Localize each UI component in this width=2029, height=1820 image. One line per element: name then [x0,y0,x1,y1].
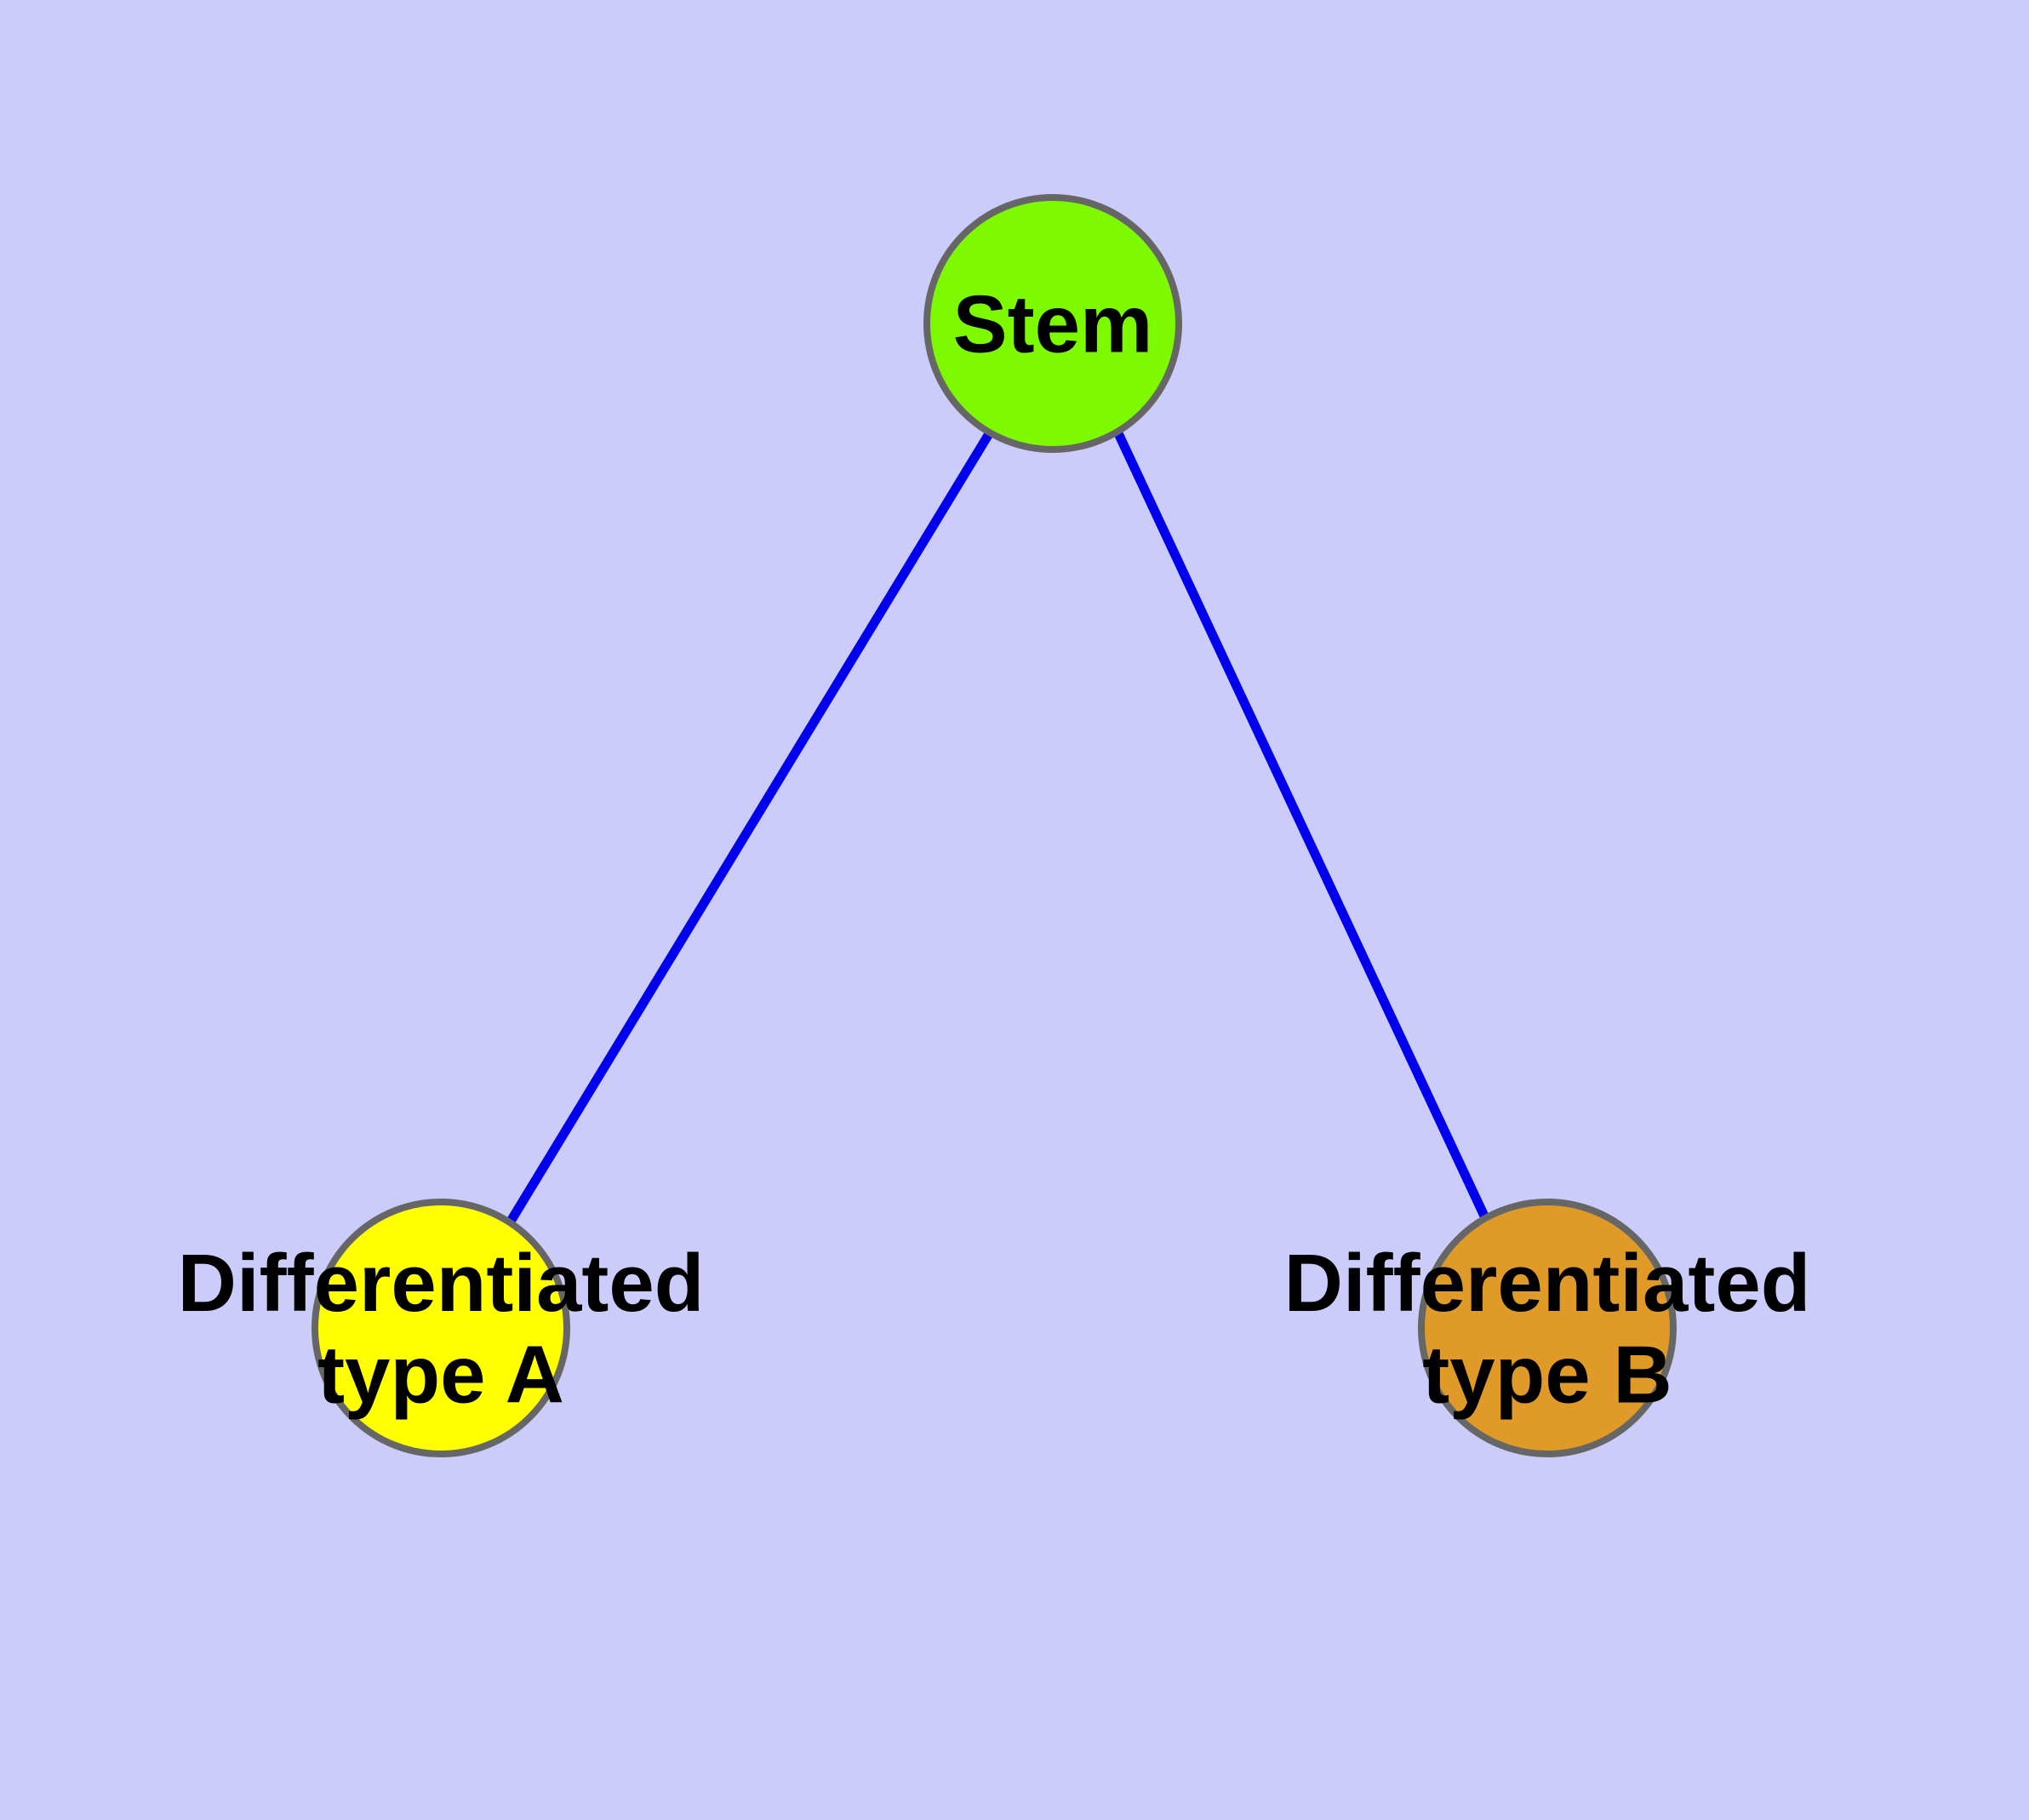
node-label-line: type A [317,1329,564,1420]
node-stem-circle[interactable] [923,194,1182,453]
node-differentiated-type-a-circle[interactable] [311,1199,570,1457]
node-label-line: Differentiated [178,1238,705,1329]
edge-stem-to-differentiated-type-a[interactable] [507,430,994,1222]
node-stem-label: Stem [953,279,1153,370]
node-label-line: Stem [953,279,1153,370]
node-differentiated-type-b-circle[interactable] [1418,1199,1677,1457]
edge-layer [507,429,1492,1226]
node-label-line: type B [1422,1329,1672,1420]
node-label-line: Differentiated [1284,1238,1811,1329]
edge-stem-to-differentiated-type-b[interactable] [1113,429,1492,1226]
node-layer [311,194,1677,1457]
